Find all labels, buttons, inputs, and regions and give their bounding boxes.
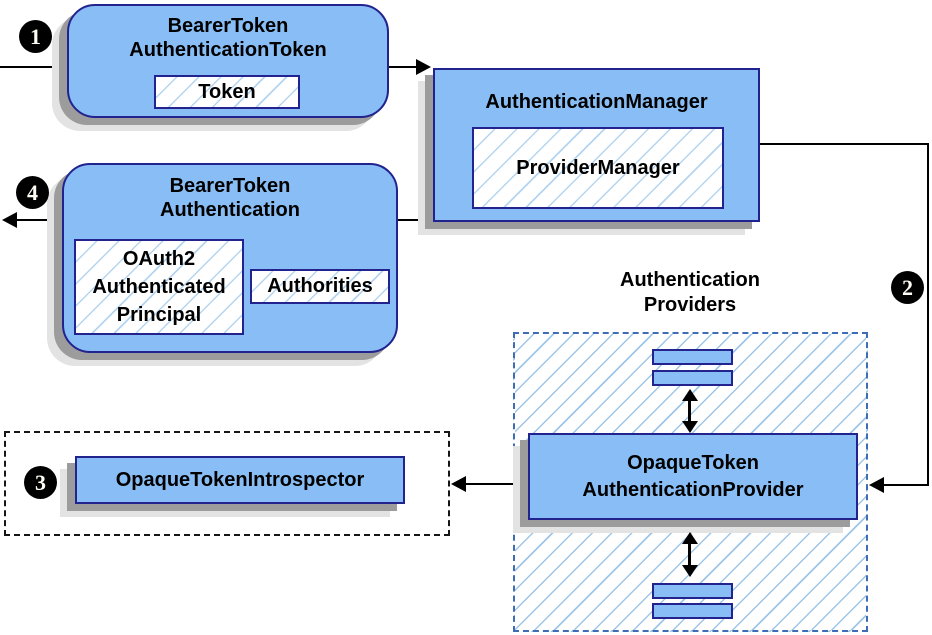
token-chip: Token <box>154 75 300 109</box>
principal-chip-line3: Principal <box>116 304 202 326</box>
opaque-token-introspector-label: OpaqueTokenIntrospector <box>115 468 365 491</box>
provider-to-introspector-head-icon <box>451 476 466 492</box>
opaque-token-authentication-provider-node: OpaqueToken AuthenticationProvider <box>528 433 858 520</box>
btat-title-line2: AuthenticationToken <box>129 39 327 61</box>
bearer-token-authentication-title: BearerToken Authentication <box>64 174 396 222</box>
provider-stack-bar-top-1 <box>652 349 733 365</box>
step-4-number: 4 <box>27 179 38 205</box>
step-2-badge: 2 <box>891 271 924 304</box>
manager-to-provider-line-bottom <box>884 484 929 486</box>
provider-manager-chip: ProviderManager <box>472 127 724 209</box>
provider-node-line2: AuthenticationProvider <box>582 478 804 501</box>
provider-stack-bar-top-2 <box>652 370 733 386</box>
providers-double-arrow-bottom-stem <box>688 542 691 567</box>
authentication-manager-title: AuthenticationManager <box>485 91 708 113</box>
principal-chip-line2: Authenticated <box>92 276 226 298</box>
oauth2-authenticated-principal-chip: OAuth2 Authenticated Principal <box>74 239 244 335</box>
bta-title-line1: BearerToken <box>169 175 291 197</box>
authorities-chip: Authorities <box>250 269 390 304</box>
step-1-badge: 1 <box>19 20 52 53</box>
step-3-badge: 3 <box>24 466 57 499</box>
principal-chip-line1: OAuth2 <box>122 248 196 270</box>
bearer-token-authentication-node: BearerToken Authentication OAuth2 Authen… <box>62 163 398 353</box>
bearer-token-authentication-token-node: BearerToken AuthenticationToken Token <box>67 4 389 118</box>
provider-to-introspector-line <box>466 483 528 485</box>
arrow-token-to-manager-line <box>389 66 419 68</box>
providers-double-arrow-top-stem <box>688 399 691 423</box>
bearer-token-authentication-token-title: BearerToken AuthenticationToken <box>69 14 387 62</box>
provider-stack-bar-bottom-2 <box>652 603 733 619</box>
btat-title-line1: BearerToken <box>167 15 289 37</box>
provider-stack-bar-bottom-1 <box>652 583 733 599</box>
providers-double-arrow-top-up-icon <box>682 389 698 401</box>
authorities-chip-label: Authorities <box>267 275 373 297</box>
step-2-number: 2 <box>902 274 913 300</box>
manager-to-provider-line-top <box>759 143 929 145</box>
providers-double-arrow-bottom-down-icon <box>682 565 698 577</box>
bta-title-line2: Authentication <box>160 199 300 221</box>
provider-node-line1: OpaqueToken <box>627 451 759 474</box>
step-4-badge: 4 <box>16 176 49 209</box>
provider-manager-chip-label: ProviderManager <box>516 156 680 179</box>
manager-to-provider-head-icon <box>869 477 884 493</box>
providers-title-line1: Authentication <box>620 269 760 291</box>
manager-to-provider-line-right <box>927 143 929 486</box>
incoming-request-line <box>0 66 67 68</box>
authentication-providers-title: Authentication Providers <box>550 268 830 318</box>
opaque-token-introspector-node: OpaqueTokenIntrospector <box>75 456 405 504</box>
manager-to-bta-line <box>398 219 434 221</box>
outgoing-result-line <box>14 219 62 221</box>
token-chip-label: Token <box>198 80 256 103</box>
providers-double-arrow-bottom-up-icon <box>682 532 698 544</box>
step-1-number: 1 <box>30 23 41 49</box>
step-3-number: 3 <box>35 469 46 495</box>
providers-double-arrow-top-down-icon <box>682 421 698 433</box>
authentication-manager-node: AuthenticationManager ProviderManager <box>433 68 760 222</box>
outgoing-result-head-icon <box>2 212 17 228</box>
arrow-token-to-manager-head-icon <box>416 59 431 75</box>
providers-title-line2: Providers <box>643 294 737 316</box>
